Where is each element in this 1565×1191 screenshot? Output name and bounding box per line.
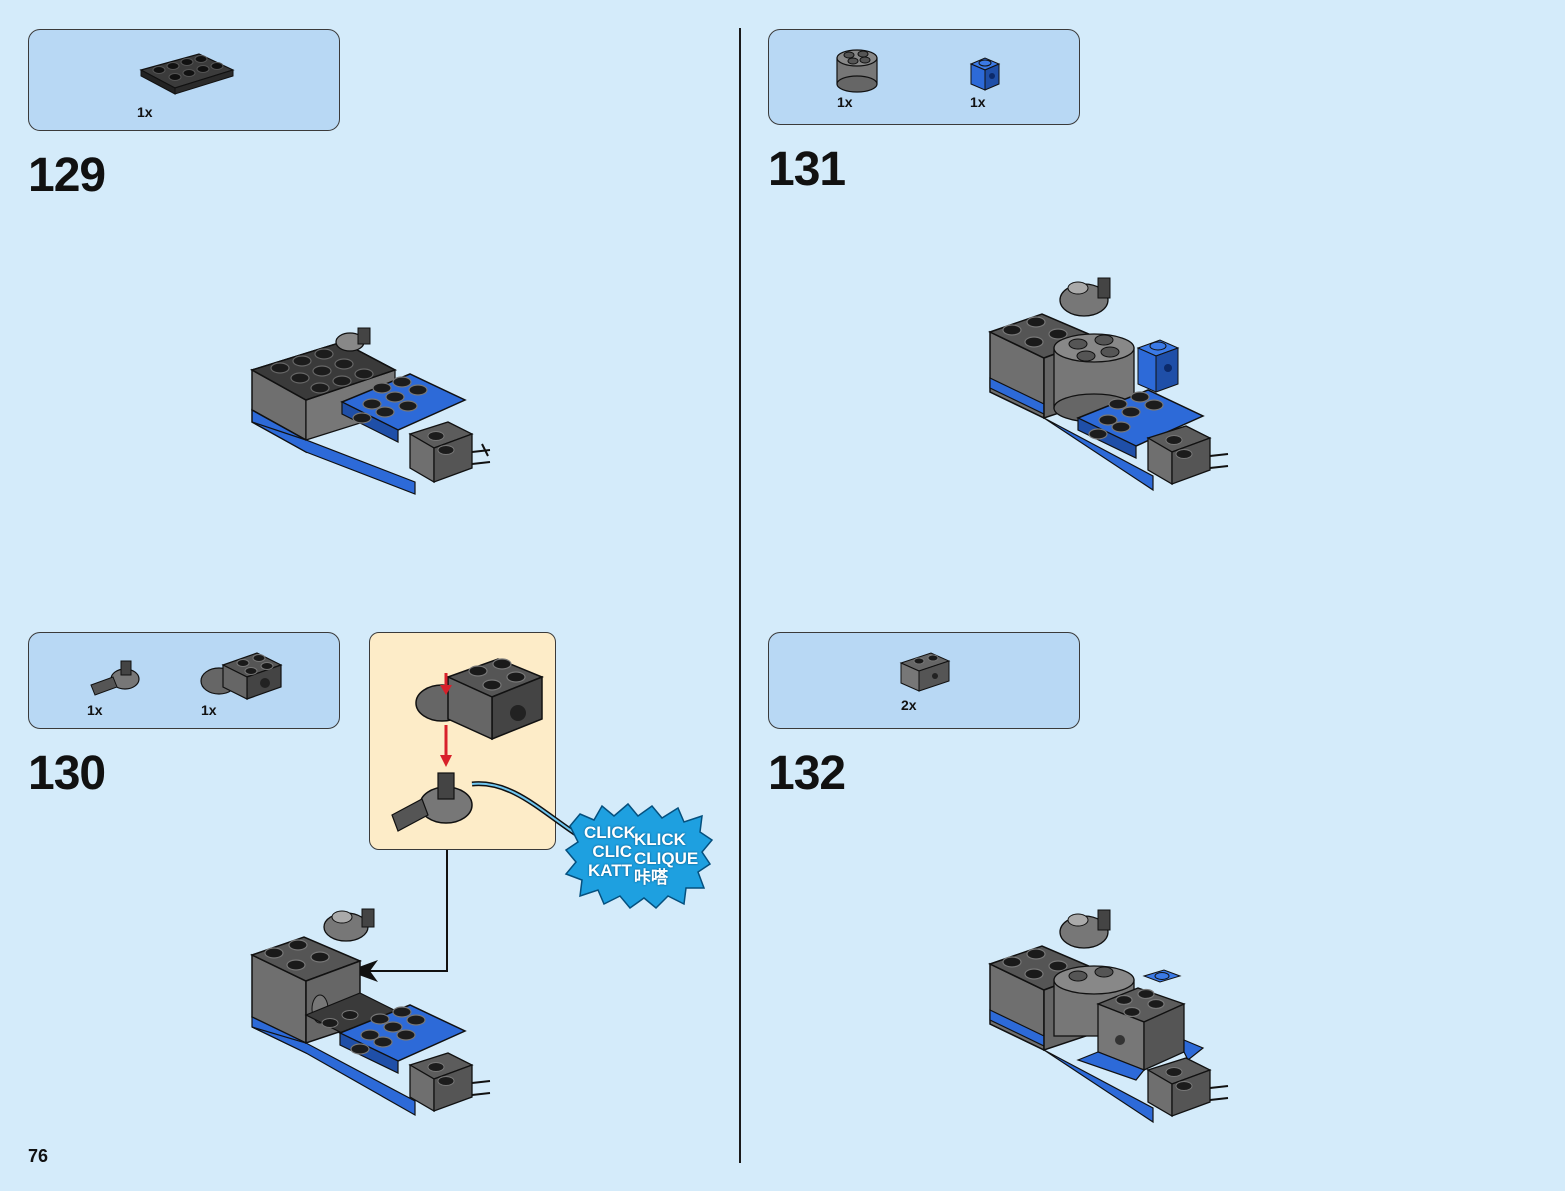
callout-pointer-line [446, 850, 448, 972]
sub-assembly-callout [369, 632, 556, 850]
model-step-132-illustration [988, 909, 1229, 1124]
step-number-132: 132 [768, 747, 846, 800]
click-words-left: CLICK CLIC KATT [584, 823, 636, 880]
part-quantity: 2x [901, 697, 917, 713]
gray-technic-brick-1x2-icon [899, 652, 951, 692]
click-word: CLIQUE [634, 849, 699, 868]
click-word: KLICK [634, 830, 686, 849]
gray-brick-2x2-round-end-icon [200, 652, 283, 700]
parts-list-step-132: 2x [768, 632, 1080, 729]
gray-turntable-axle-icon [90, 660, 140, 696]
click-word: CLICK [584, 823, 636, 842]
black-plate-2x4-technic-icon [139, 53, 235, 95]
step-number-130: 130 [28, 747, 106, 800]
model-step-130-illustration [250, 908, 491, 1117]
page-number: 76 [28, 1146, 49, 1166]
click-burst-icon [564, 802, 714, 910]
part-quantity: 1x [87, 702, 103, 718]
gray-round-brick-2x2-icon [836, 49, 878, 93]
click-word: 咔嗒 [634, 868, 668, 887]
click-connector-line [471, 781, 578, 837]
part-quantity: 1x [201, 702, 217, 718]
step-number-129: 129 [28, 149, 106, 202]
click-word: KATT [587, 861, 632, 880]
parts-list-step-130: 1x 1x [28, 632, 340, 729]
click-word: CLIC [592, 842, 632, 861]
model-step-129-illustration [250, 327, 491, 495]
callout-pointer-line [370, 970, 448, 972]
parts-list-step-131: 1x 1x [768, 29, 1080, 125]
parts-list-step-129: 1x [28, 29, 340, 131]
model-step-131-illustration [988, 277, 1229, 492]
part-quantity: 1x [137, 104, 153, 120]
part-quantity: 1x [970, 94, 986, 110]
blue-brick-1x1-stud-icon [969, 57, 1001, 91]
part-quantity: 1x [837, 94, 853, 110]
callout-pointer-arrowhead [348, 960, 378, 982]
sub-assembly-illustration [391, 658, 544, 832]
click-words-right: KLICK CLIQUE 咔嗒 [634, 830, 698, 887]
step-number-131: 131 [768, 143, 846, 196]
page-divider [739, 28, 741, 1163]
